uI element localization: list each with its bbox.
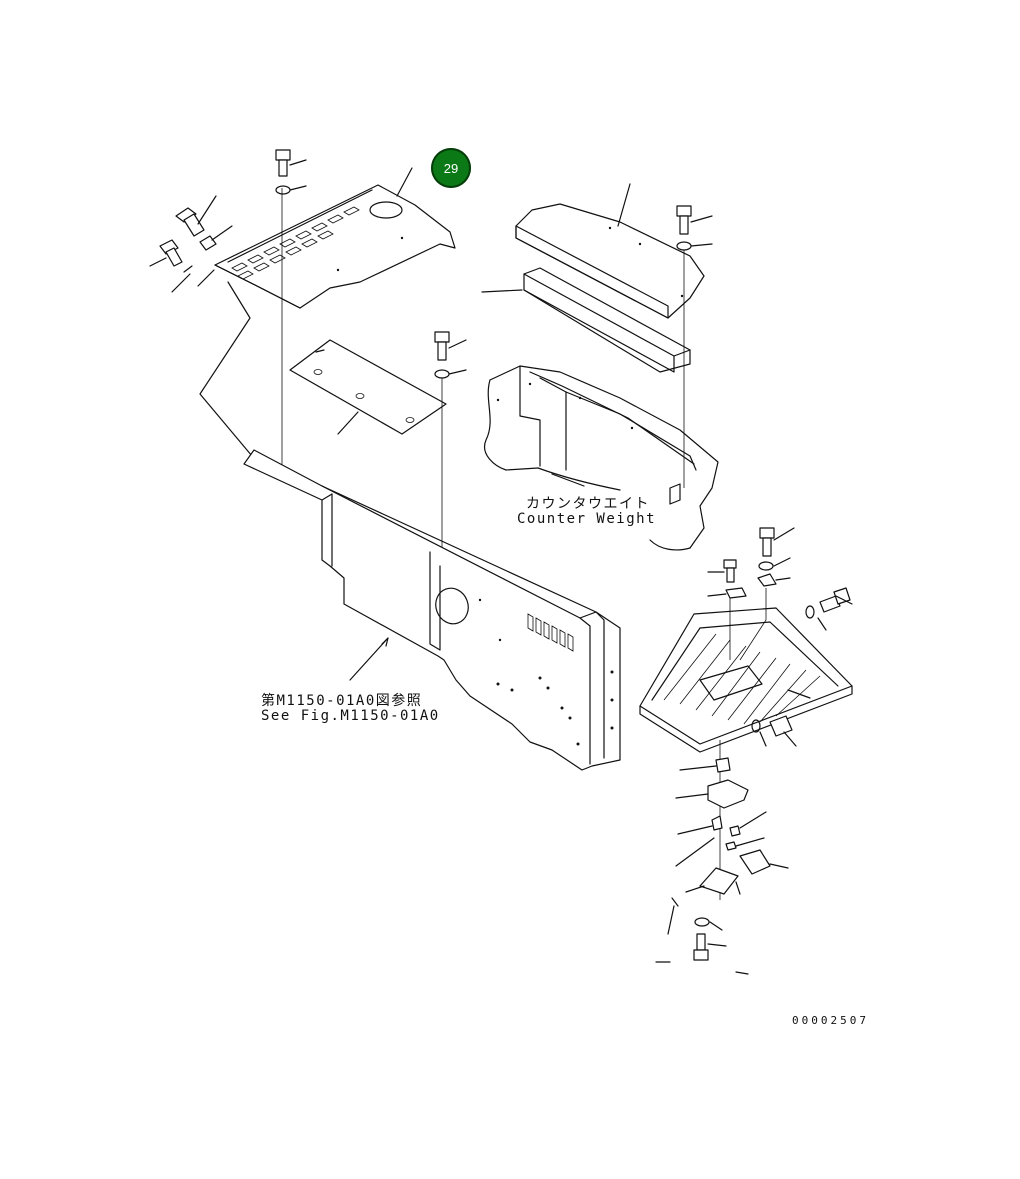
step-bracket-hardware — [655, 715, 797, 975]
bolt-center — [434, 331, 467, 552]
step-hardware-top — [707, 527, 853, 661]
drawing-number: 00002507 — [792, 1014, 869, 1027]
counterweight-label-en: Counter Weight — [517, 511, 657, 527]
top-cover-panel — [214, 167, 456, 309]
callout-badge: 29 — [431, 148, 471, 188]
side-panel-louvers — [527, 613, 574, 652]
see-figure-label-en: See Fig.M1150-01A0 — [261, 708, 440, 724]
side-panel — [243, 449, 621, 771]
counterweight-cover — [515, 183, 705, 319]
counterweight-pad — [481, 267, 691, 373]
leader-cover-bracket — [199, 281, 253, 457]
counterweight-label-jp: カウンタウエイト — [526, 496, 650, 512]
cover-vent-slots — [231, 206, 360, 280]
step-platform — [639, 607, 853, 753]
access-plate — [289, 339, 447, 435]
bolt-top-left — [275, 149, 307, 195]
counterweight-body — [484, 365, 719, 551]
see-figure-label-jp: 第M1150-01A0図参照 — [261, 693, 423, 709]
bolt-counterweight — [676, 205, 713, 488]
bolt-flanged-left — [149, 195, 233, 293]
